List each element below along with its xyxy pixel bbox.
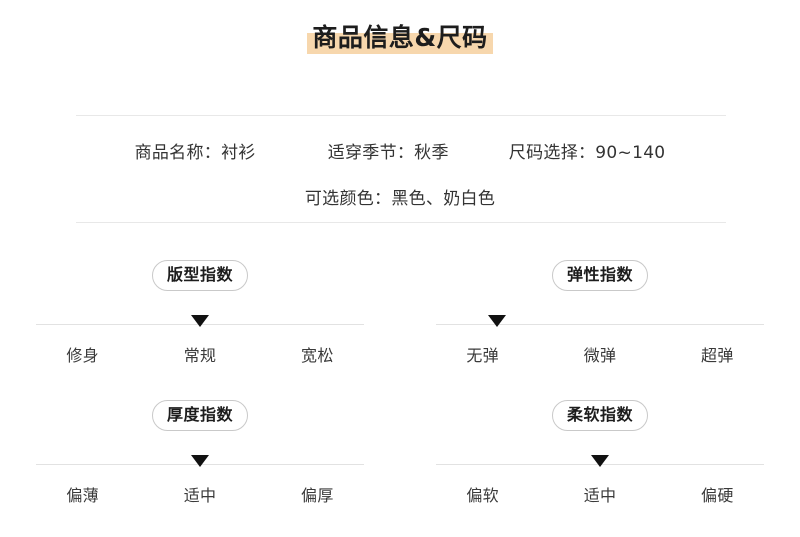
index-option-elasticity-1: 微弹 [583, 346, 617, 365]
index-block-elasticity: 弹性指数 无弹 微弹 超弹 [400, 246, 800, 386]
down-triangle-marker-icon-elasticity [487, 315, 506, 327]
product-info-row-secondary: 可选颜色：黑色、奶白色 [0, 184, 800, 209]
index-badge-fit: 版型指数 [151, 260, 248, 291]
index-badge-thickness: 厚度指数 [151, 400, 248, 431]
index-option-fit-0: 修身 [66, 346, 99, 365]
divider-bottom [76, 222, 726, 223]
info-season: 适穿季节：秋季 [327, 143, 449, 163]
index-option-softness-2: 偏硬 [701, 486, 734, 505]
index-block-thickness: 厚度指数 偏薄 适中 偏厚 [0, 386, 400, 526]
down-triangle-marker-icon-softness [591, 455, 609, 467]
index-block-fit: 版型指数 修身 常规 宽松 [0, 246, 400, 386]
info-size-range: 尺码选择：90~140 [508, 143, 666, 163]
index-scale-fit [36, 315, 364, 327]
index-badge-row-thickness: 厚度指数 [0, 400, 400, 431]
down-triangle-marker-icon-thickness [191, 455, 209, 467]
index-labels-thickness: 偏薄 适中 偏厚 [24, 482, 376, 506]
index-labels-fit: 修身 常规 宽松 [24, 342, 376, 366]
index-badge-elasticity: 弹性指数 [551, 260, 648, 291]
index-badge-row-softness: 柔软指数 [400, 400, 800, 431]
title-highlight-band [307, 33, 493, 54]
index-option-elasticity-0: 无弹 [466, 346, 499, 365]
down-triangle-marker-icon-fit [191, 315, 209, 327]
divider-top [76, 115, 726, 116]
index-option-elasticity-2: 超弹 [701, 346, 734, 365]
index-labels-elasticity: 无弹 微弹 超弹 [424, 342, 776, 366]
index-option-thickness-0: 偏薄 [66, 486, 99, 505]
info-colors: 可选颜色：黑色、奶白色 [304, 189, 496, 209]
index-grid: 版型指数 修身 常规 宽松 弹性指数 无弹 微弹 超弹 [0, 246, 800, 526]
index-option-softness-0: 偏软 [466, 486, 499, 505]
index-scale-elasticity [436, 315, 764, 327]
index-badge-row-elasticity: 弹性指数 [400, 260, 800, 291]
page-title-wrap: 商品信息&尺码 [0, 22, 800, 54]
page-title-text: 商品信息&尺码 [312, 23, 488, 52]
info-product-name: 商品名称：衬衫 [134, 143, 256, 163]
index-scale-thickness [36, 455, 364, 467]
index-labels-softness: 偏软 适中 偏硬 [424, 482, 776, 506]
index-option-fit-2: 宽松 [301, 346, 334, 365]
index-badge-softness: 柔软指数 [551, 400, 648, 431]
index-badge-row-fit: 版型指数 [0, 260, 400, 291]
index-option-thickness-1: 适中 [183, 486, 217, 505]
product-info-row-primary: 商品名称：衬衫 适穿季节：秋季 尺码选择：90~140 [0, 138, 800, 163]
index-option-softness-1: 适中 [583, 486, 617, 505]
index-block-softness: 柔软指数 偏软 适中 偏硬 [400, 386, 800, 526]
index-scale-softness [436, 455, 764, 467]
index-option-thickness-2: 偏厚 [301, 486, 334, 505]
index-option-fit-1: 常规 [183, 346, 217, 365]
page-title: 商品信息&尺码 [307, 22, 493, 54]
